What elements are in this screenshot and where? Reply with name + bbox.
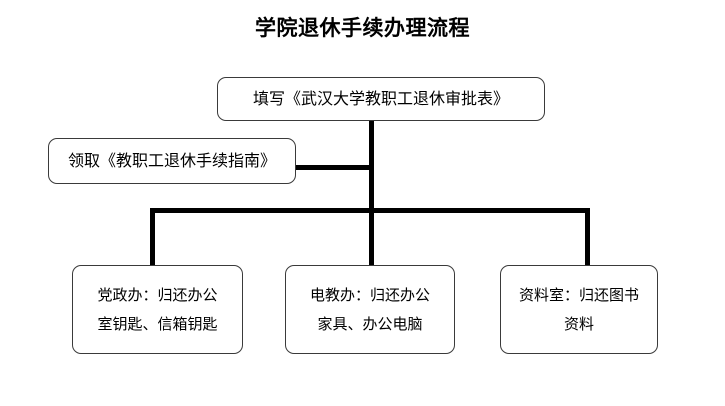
node-apply-form[interactable]: 填写《武汉大学教职工退休审批表》 [217,77,545,121]
connector-drop-right [585,208,590,266]
node-guide-line-1: 领取《教职工退休手续指南》 [67,151,276,171]
connector-guide-horizontal [294,165,372,170]
node-archive-room[interactable]: 资料室：归还图书 资料 [500,265,658,354]
node-party-office-line-2: 室钥匙、信箱钥匙 [97,314,218,333]
node-apply-form-line-1: 填写《武汉大学教职工退休审批表》 [252,89,509,109]
connector-drop-left [150,208,155,266]
node-guide[interactable]: 领取《教职工退休手续指南》 [48,138,296,184]
connector-distribution-bar [150,208,590,213]
node-archive-room-line-2: 资料 [563,314,594,333]
node-party-office-line-1: 党政办：归还办公 [97,286,218,304]
connector-trunk-vertical [369,120,374,266]
node-party-office[interactable]: 党政办：归还办公 室钥匙、信箱钥匙 [72,265,243,354]
node-av-office-line-2: 家具、办公电脑 [317,314,423,333]
node-av-office-line-1: 电教办：归还办公 [309,286,430,304]
node-archive-room-line-1: 资料室：归还图书 [518,286,639,304]
node-av-office[interactable]: 电教办：归还办公 家具、办公电脑 [285,265,455,354]
page-title: 学院退休手续办理流程 [255,16,470,40]
